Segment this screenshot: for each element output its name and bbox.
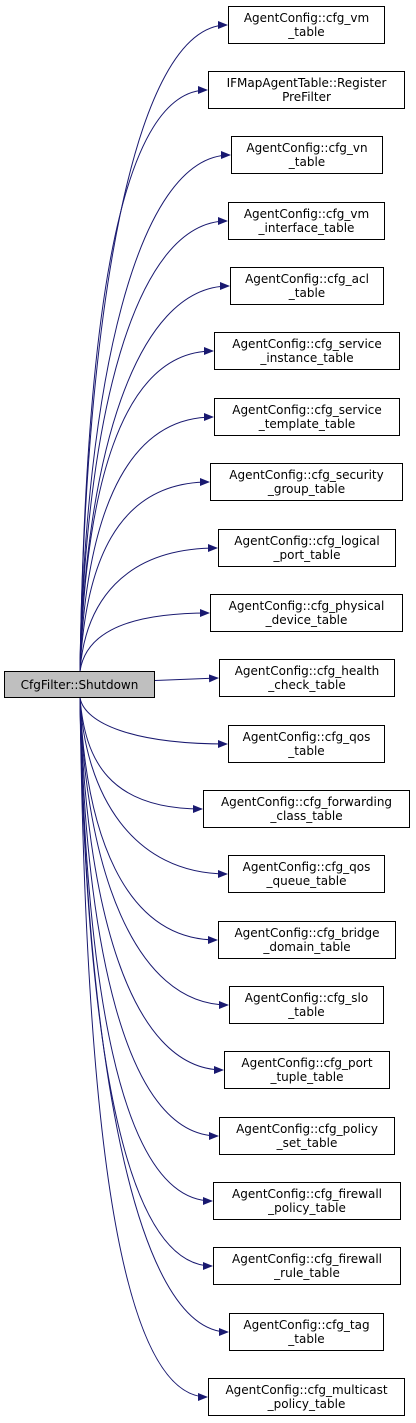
edge-1 xyxy=(79,86,208,672)
edge-3 xyxy=(79,217,228,672)
edge-11 xyxy=(79,697,228,748)
edge-14 xyxy=(79,697,218,944)
node-label-line1: AgentConfig::cfg_logical xyxy=(234,534,380,548)
node-agentconfig-cfg-tag-table[interactable]: AgentConfig::cfg_tag_table xyxy=(229,1313,384,1351)
node-agentconfig-cfg-qos-queue-table[interactable]: AgentConfig::cfg_qos_queue_table xyxy=(228,855,385,893)
edge-18 xyxy=(79,697,213,1205)
node-label-line1: AgentConfig::cfg_service xyxy=(232,403,382,417)
node-agentconfig-cfg-port-tuple-table[interactable]: AgentConfig::cfg_port_tuple_table xyxy=(224,1051,390,1089)
root-node-label: CfgFilter::Shutdown xyxy=(20,677,139,692)
node-label-line2: _table xyxy=(288,1332,325,1346)
edge-2 xyxy=(79,151,231,672)
node-label-line2: _queue_table xyxy=(266,874,347,888)
node-label-line1: AgentConfig::cfg_vm xyxy=(243,11,370,25)
edge-9 xyxy=(79,609,210,672)
node-label-line1: AgentConfig::cfg_acl xyxy=(245,272,369,286)
node-label-line1: AgentConfig::cfg_security xyxy=(229,468,384,482)
node-label-line2: _set_table xyxy=(276,1136,338,1150)
node-agentconfig-cfg-slo-table[interactable]: AgentConfig::cfg_slo_table xyxy=(229,986,384,1024)
node-label-line2: _table xyxy=(288,286,326,300)
node-agentconfig-cfg-service-instance-table[interactable]: AgentConfig::cfg_service_instance_table xyxy=(214,332,400,370)
node-label-line1: AgentConfig::cfg_vn xyxy=(246,141,368,155)
node-agentconfig-cfg-bridge-domain-table[interactable]: AgentConfig::cfg_bridge_domain_table xyxy=(218,921,396,959)
node-label-line2: _table xyxy=(288,25,325,39)
node-label-line1: AgentConfig::cfg_multicast xyxy=(225,1383,388,1397)
node-label-line1: AgentConfig::cfg_bridge xyxy=(234,926,380,940)
node-agentconfig-cfg-firewall-rule-table[interactable]: AgentConfig::cfg_firewall_rule_table xyxy=(213,1247,401,1285)
edge-21 xyxy=(79,697,208,1401)
edges xyxy=(79,21,231,1401)
node-label-line2: _rule_table xyxy=(274,1266,340,1280)
node-label-line1: AgentConfig::cfg_health xyxy=(234,664,380,678)
node-label-line2: _table xyxy=(288,744,325,758)
root-node-cfgfilter-shutdown[interactable]: CfgFilter::Shutdown xyxy=(4,671,155,698)
node-label-line1: AgentConfig::cfg_qos xyxy=(242,860,371,874)
node-label-line1: AgentConfig::cfg_vm xyxy=(243,207,370,221)
node-label-line2: _template_table xyxy=(258,417,356,431)
edge-16 xyxy=(79,697,224,1074)
node-agentconfig-cfg-policy-set-table[interactable]: AgentConfig::cfg_policy_set_table xyxy=(219,1117,395,1155)
node-label-line2: _class_table xyxy=(270,809,343,823)
node-label-line2: _group_table xyxy=(267,482,346,496)
node-label-line2: _check_table xyxy=(268,678,346,692)
node-label-line2: _domain_table xyxy=(263,940,351,954)
node-agentconfig-cfg-security-group-table[interactable]: AgentConfig::cfg_security_group_table xyxy=(210,463,403,501)
node-label-line1: IFMapAgentTable::Register xyxy=(226,76,387,90)
node-agentconfig-cfg-multicast-policy-table[interactable]: AgentConfig::cfg_multicast_policy_table xyxy=(208,1378,405,1416)
node-label-line2: _table xyxy=(288,1005,325,1019)
node-label-line1: AgentConfig::cfg_firewall xyxy=(232,1252,382,1266)
node-label-line2: PreFilter xyxy=(282,90,331,104)
edge-17 xyxy=(79,697,219,1140)
node-agentconfig-cfg-physical-device-table[interactable]: AgentConfig::cfg_physical_device_table xyxy=(210,594,403,632)
node-label-line2: _port_table xyxy=(273,548,341,562)
edge-7 xyxy=(79,478,210,672)
edge-6 xyxy=(79,413,214,672)
node-agentconfig-cfg-forwarding-class-table[interactable]: AgentConfig::cfg_forwarding_class_table xyxy=(203,790,410,828)
edge-12 xyxy=(79,697,203,813)
node-label-line1: AgentConfig::cfg_qos xyxy=(242,730,371,744)
node-label-line1: AgentConfig::cfg_firewall xyxy=(232,1187,382,1201)
node-agentconfig-cfg-acl-table[interactable]: AgentConfig::cfg_acl_table xyxy=(230,267,384,305)
edge-15 xyxy=(79,697,229,1009)
node-label-line2: _tuple_table xyxy=(270,1070,344,1084)
node-agentconfig-cfg-service-template-table[interactable]: AgentConfig::cfg_service_template_table xyxy=(214,398,400,436)
edge-20 xyxy=(79,697,229,1336)
node-label-line1: AgentConfig::cfg_port xyxy=(241,1056,373,1070)
node-agentconfig-cfg-firewall-policy-table[interactable]: AgentConfig::cfg_firewall_policy_table xyxy=(213,1182,401,1220)
edge-0 xyxy=(79,21,228,672)
node-label-line1: AgentConfig::cfg_slo xyxy=(244,991,369,1005)
node-label-line1: AgentConfig::cfg_forwarding xyxy=(220,795,393,809)
node-agentconfig-cfg-qos-table[interactable]: AgentConfig::cfg_qos_table xyxy=(228,725,385,763)
node-label-line2: _interface_table xyxy=(258,221,355,235)
node-label-line1: AgentConfig::cfg_physical xyxy=(228,599,385,613)
node-agentconfig-cfg-logical-port-table[interactable]: AgentConfig::cfg_logical_port_table xyxy=(218,529,396,567)
node-label-line2: _device_table xyxy=(265,613,348,627)
node-label-line1: AgentConfig::cfg_service xyxy=(232,337,382,351)
node-label-line2: _table xyxy=(288,155,326,169)
node-label-line1: AgentConfig::cfg_policy xyxy=(236,1122,378,1136)
edge-13 xyxy=(79,697,228,878)
node-agentconfig-cfg-vm-table[interactable]: AgentConfig::cfg_vm_table xyxy=(228,6,385,44)
node-agentconfig-cfg-vm-interface-table[interactable]: AgentConfig::cfg_vm_interface_table xyxy=(228,202,385,240)
edge-8 xyxy=(79,544,218,672)
node-agentconfig-cfg-vn-table[interactable]: AgentConfig::cfg_vn_table xyxy=(231,136,383,174)
node-label-line2: _policy_table xyxy=(267,1397,346,1411)
node-label-line1: AgentConfig::cfg_tag xyxy=(243,1318,370,1332)
node-label-line2: _instance_table xyxy=(260,351,354,365)
edge-5 xyxy=(79,347,214,672)
node-label-line2: _policy_table xyxy=(268,1201,346,1215)
edge-10 xyxy=(154,674,219,683)
node-agentconfig-cfg-health-check-table[interactable]: AgentConfig::cfg_health_check_table xyxy=(219,659,395,697)
